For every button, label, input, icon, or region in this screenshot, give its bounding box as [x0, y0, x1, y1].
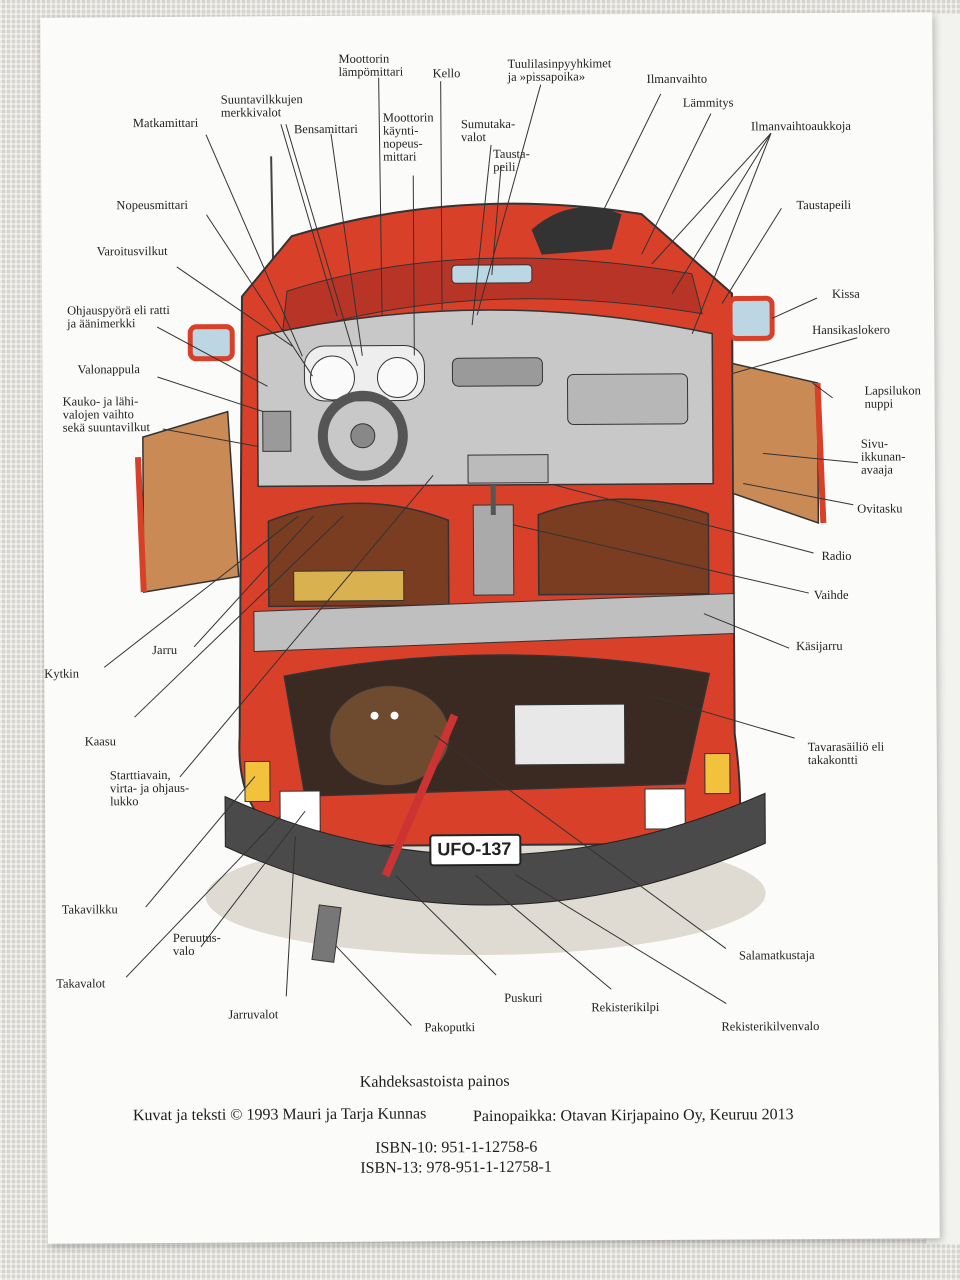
label-bensamittari: Bensamittari	[293, 121, 358, 137]
label-kaasu: Kaasu	[84, 734, 116, 749]
car-diagram	[103, 77, 859, 1026]
label-jarruvalot: Jarruvalot	[228, 1007, 279, 1022]
label-pakoputki: Pakoputki	[424, 1020, 476, 1035]
label-lammitys: Lämmitys	[682, 95, 734, 110]
label-puskuri: Puskuri	[504, 990, 543, 1005]
label-moottorin-lampomittari: Moottorin lämpömittari	[338, 51, 404, 79]
label-kauko: Kauko- ja lähi- valojen vaihto sekä suun…	[62, 394, 150, 435]
label-suuntavilkkujen: Suuntavilkkujen merkkivalot	[220, 92, 303, 120]
label-radio: Radio	[821, 548, 852, 563]
label-varoitusvilkut: Varoitusvilkut	[96, 243, 168, 259]
label-takavilkku: Takavilkku	[61, 902, 118, 917]
label-moottorin-kaynti: Moottorin käynti- nopeus- mittari	[382, 110, 434, 164]
label-rekisterikilvenvalo: Rekisterikilvenvalo	[721, 1018, 820, 1034]
label-vaihde: Vaihde	[813, 587, 849, 603]
label-taustapeili-right: Taustapeili	[796, 197, 852, 213]
label-tuulilasinpyyhkimet: Tuulilasinpyyhkimet ja »pissapoika»	[507, 56, 612, 84]
label-taustapeili-top: Tausta- peili	[493, 146, 530, 174]
label-rekisterikilpi: Rekisterikilpi	[591, 999, 660, 1015]
label-ilmanvaihtoaukkoja: Ilmanvaihtoaukkoja	[750, 118, 851, 134]
label-kello: Kello	[432, 66, 461, 81]
label-sivuikkunan: Sivu- ikkunan- avaaja	[860, 436, 906, 477]
credits-text: Kuvat ja teksti © 1993 Mauri ja Tarja Ku…	[132, 1105, 427, 1125]
label-hansikaslokero: Hansikaslokero	[812, 322, 890, 338]
label-takavalot: Takavalot	[56, 976, 106, 991]
label-peruutusvalo: Peruutus- valo	[172, 930, 221, 958]
label-kissa: Kissa	[831, 286, 860, 301]
label-ilmanvaihto: Ilmanvaihto	[646, 71, 708, 87]
label-jarru: Jarru	[152, 642, 178, 658]
label-nopeusmittari: Nopeusmittari	[116, 197, 188, 213]
license-plate: UFO-137	[437, 838, 512, 860]
label-starttiavain: Starttiavain, virta- ja ohjaus- lukko	[109, 767, 190, 809]
label-kytkin: Kytkin	[44, 666, 80, 681]
book-page: UFO-137 Moottorin lämpömittari Kello Tuu…	[40, 12, 940, 1244]
label-ohjauspyora: Ohjauspyörä eli ratti ja äänimerkki	[67, 302, 170, 331]
label-salamatkustaja: Salamatkustaja	[738, 948, 815, 963]
isbn13-text: ISBN-13: 978-951-1-12758-1	[360, 1158, 552, 1177]
label-lapsilukon: Lapsilukon nuppi	[864, 383, 921, 411]
printer-text: Painopaikka: Otavan Kirjapaino Oy, Keuru…	[472, 1106, 794, 1126]
label-valonappula: Valonappula	[77, 362, 140, 377]
label-matkamittari: Matkamittari	[132, 115, 199, 131]
label-tavarasailio: Tavarasäiliö eli takakontti	[807, 739, 885, 768]
label-sumutakavalot: Sumutaka- valot	[460, 116, 516, 145]
edition-text: Kahdeksastoista painos	[359, 1072, 510, 1091]
label-kasijarru: Käsijarru	[796, 638, 843, 654]
label-ovitasku: Ovitasku	[857, 501, 903, 516]
isbn10-text: ISBN-10: 951-1-12758-6	[375, 1138, 538, 1157]
